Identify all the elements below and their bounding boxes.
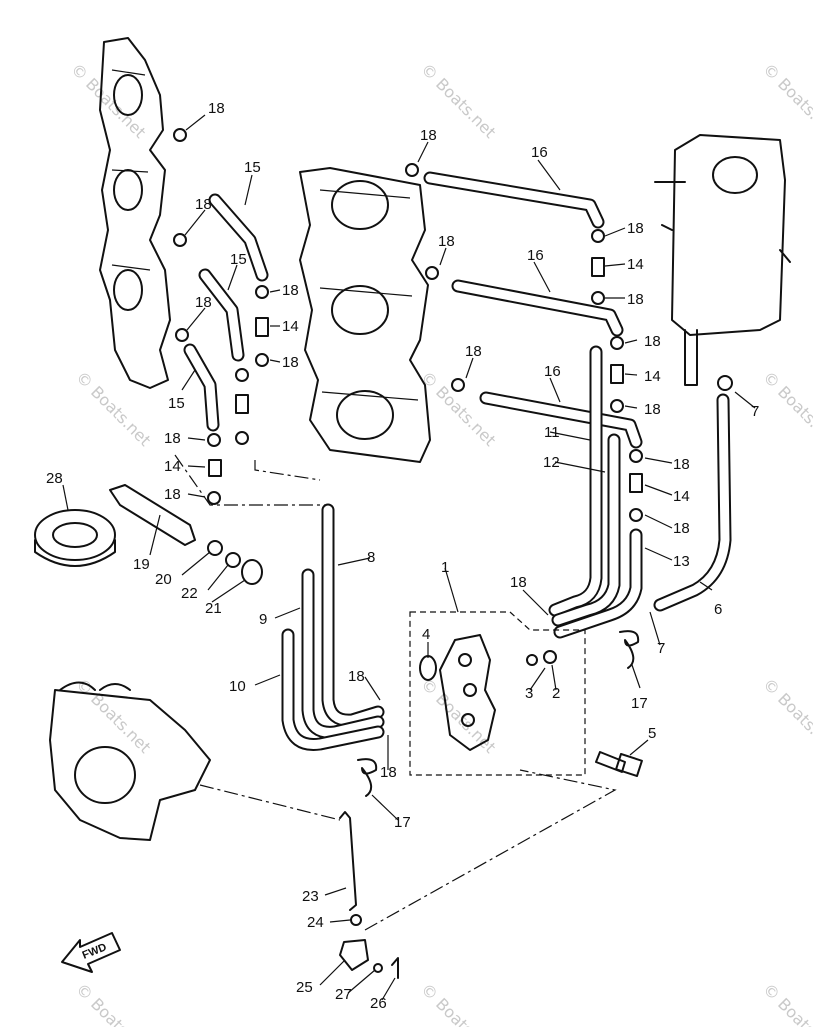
callout-18: 18 <box>380 764 397 781</box>
oil-pump-assembly <box>409 611 643 778</box>
callout-18: 18 <box>627 291 644 308</box>
callout-16: 16 <box>544 363 561 380</box>
watermark-6: © Boats.net <box>759 367 813 449</box>
callout-24: 24 <box>307 914 324 931</box>
callout-16: 16 <box>531 144 548 161</box>
watermark-3: © Boats.net <box>759 59 813 141</box>
watermarks: © Boats.net © Boats.net © Boats.net © Bo… <box>67 59 813 1027</box>
callouts: 18 15 18 15 18 15 18 14 18 18 14 18 28 1… <box>46 100 759 1012</box>
callout-18: 18 <box>195 294 212 311</box>
fittings <box>173 128 733 522</box>
hose-6 <box>653 393 732 612</box>
callout-15: 15 <box>244 159 261 176</box>
callout-18: 18 <box>164 486 181 503</box>
short-hoses <box>183 193 269 432</box>
callout-23: 23 <box>302 888 319 905</box>
callout-18: 18 <box>420 127 437 144</box>
watermark-7: © Boats.net <box>72 674 154 756</box>
callout-27: 27 <box>335 986 352 1003</box>
callout-18: 18 <box>644 401 661 418</box>
callout-8: 8 <box>367 549 375 566</box>
callout-18: 18 <box>438 233 455 250</box>
callout-18: 18 <box>465 343 482 360</box>
watermark-8: © Boats.net <box>417 674 499 756</box>
callout-14: 14 <box>627 256 644 273</box>
callout-28: 28 <box>46 470 63 487</box>
long-hoses-right <box>548 345 643 639</box>
callout-18: 18 <box>282 282 299 299</box>
callout-12: 12 <box>543 454 560 471</box>
oil-tank <box>654 134 791 386</box>
callout-19: 19 <box>133 556 150 573</box>
callout-14: 14 <box>282 318 299 335</box>
callout-18: 18 <box>195 196 212 213</box>
callout-22: 22 <box>181 585 198 602</box>
callout-15: 15 <box>168 395 185 412</box>
watermark-10: © Boats.net <box>72 979 154 1027</box>
callout-21: 21 <box>205 600 222 617</box>
lower-engine-section <box>49 681 211 841</box>
watermark-11: © Boats.net <box>417 979 499 1027</box>
watermark-4: © Boats.net <box>72 367 154 449</box>
callout-18: 18 <box>510 574 527 591</box>
fwd-arrow: FWD <box>61 932 121 973</box>
callout-14: 14 <box>164 458 181 475</box>
callout-18: 18 <box>673 520 690 537</box>
drive-parts <box>34 484 263 585</box>
leader-lines <box>62 114 756 1001</box>
callout-26: 26 <box>370 995 387 1012</box>
callout-18: 18 <box>644 333 661 350</box>
callout-5: 5 <box>648 725 656 742</box>
callout-11: 11 <box>544 424 560 441</box>
callout-7: 7 <box>657 640 665 657</box>
callout-9: 9 <box>259 611 267 628</box>
clips-17 <box>357 630 640 797</box>
callout-1: 1 <box>441 559 449 576</box>
callout-18: 18 <box>282 354 299 371</box>
callout-15: 15 <box>230 251 247 268</box>
callout-17: 17 <box>631 695 648 712</box>
callout-18: 18 <box>348 668 365 685</box>
watermark-1: © Boats.net <box>67 59 149 141</box>
callout-7: 7 <box>751 403 759 420</box>
hoses-16 <box>423 171 643 449</box>
callout-2: 2 <box>552 685 560 702</box>
callout-25: 25 <box>296 979 313 996</box>
callout-14: 14 <box>644 368 661 385</box>
watermark-9: © Boats.net <box>759 674 813 756</box>
callout-18: 18 <box>164 430 181 447</box>
linkage <box>339 811 399 979</box>
watermark-12: © Boats.net <box>759 979 813 1027</box>
callout-18: 18 <box>208 100 225 117</box>
alignment-lines <box>174 454 617 931</box>
middle-intake-plate <box>299 167 431 463</box>
callout-18: 18 <box>627 220 644 237</box>
callout-6: 6 <box>714 601 722 618</box>
callout-20: 20 <box>155 571 172 588</box>
callout-18: 18 <box>673 456 690 473</box>
callout-17: 17 <box>394 814 411 831</box>
callout-13: 13 <box>673 553 690 570</box>
callout-4: 4 <box>422 626 430 643</box>
long-hoses-left <box>281 503 385 751</box>
callout-10: 10 <box>229 678 246 695</box>
callout-14: 14 <box>673 488 690 505</box>
left-intake-plate <box>99 37 171 389</box>
callout-16: 16 <box>527 247 544 264</box>
callout-3: 3 <box>525 685 533 702</box>
